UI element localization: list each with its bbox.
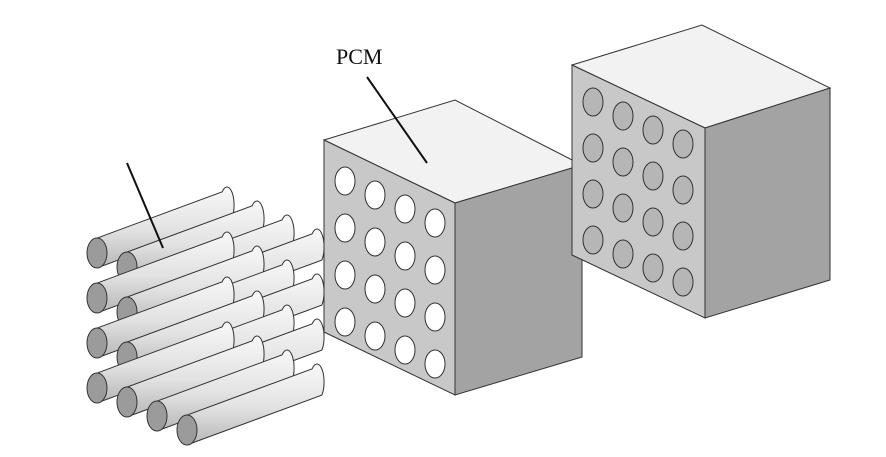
composite-channel-r3c2: [642, 253, 664, 283]
cylinder-cap-r0c0: [86, 237, 108, 269]
composite-block: [570, 24, 832, 319]
composite-channel-r1c0: [582, 133, 604, 163]
pcm-hole-r3c0: [334, 307, 356, 337]
pcm-hole-r3c3: [424, 349, 446, 379]
pcm-hole-r0c0: [334, 166, 356, 196]
pcm-hole-r1c2: [394, 241, 416, 271]
composite-channel-r0c3: [672, 129, 694, 159]
composite-channel-r0c2: [642, 115, 664, 145]
composite-channel-r1c2: [642, 161, 664, 191]
cylinder-cap-r3c1: [116, 386, 138, 418]
pcm-hole-r2c0: [334, 260, 356, 290]
pcm-hole-r0c1: [364, 180, 386, 210]
pcm-block-holes: [334, 166, 446, 379]
pcm-hole-r3c1: [364, 321, 386, 351]
pcm-hole-r2c1: [364, 274, 386, 304]
pcm-hole-r2c2: [394, 288, 416, 318]
cylinder-rod-r3c3: [181, 363, 325, 444]
cylinder-bundle: [86, 186, 325, 446]
composite-channel-r3c0: [582, 225, 604, 255]
composite-channel-r0c1: [612, 101, 634, 131]
pcm-hole-r1c0: [334, 213, 356, 243]
composite-channel-r2c3: [672, 221, 694, 251]
cylinder-cap-r3c3: [176, 414, 198, 446]
composite-block-side-face: [704, 87, 831, 319]
pcm-hole-r0c2: [394, 194, 416, 224]
composite-channel-r0c0: [582, 87, 604, 117]
cylinder-cap-r2c0: [86, 327, 108, 359]
composite-channel-r3c1: [612, 239, 634, 269]
cylinder-cap-r1c0: [86, 282, 108, 314]
pcm-hole-r1c3: [424, 255, 446, 285]
pcm-hole-r3c2: [394, 335, 416, 365]
pcm-hole-r0c3: [424, 208, 446, 238]
cylinder-pointer-line: [126, 162, 164, 249]
composite-channel-r2c0: [582, 179, 604, 209]
composite-block-channels: [582, 87, 694, 297]
pcm-pointer-line: [366, 76, 428, 164]
composite-channel-r2c2: [642, 207, 664, 237]
pcm-block: [322, 99, 584, 396]
pcm-block-side-face: [454, 164, 583, 396]
pcm-hole-r2c3: [424, 302, 446, 332]
cylinder-cap-r3c0: [86, 372, 108, 404]
pcm-hole-r1c1: [364, 227, 386, 257]
composite-channel-r1c1: [612, 147, 634, 177]
composite-channel-r3c3: [672, 267, 694, 297]
cylinder-cap-r3c2: [146, 400, 168, 432]
pcm-label: PCM: [336, 44, 382, 69]
composite-channel-r1c3: [672, 175, 694, 205]
composite-channel-r2c1: [612, 193, 634, 223]
